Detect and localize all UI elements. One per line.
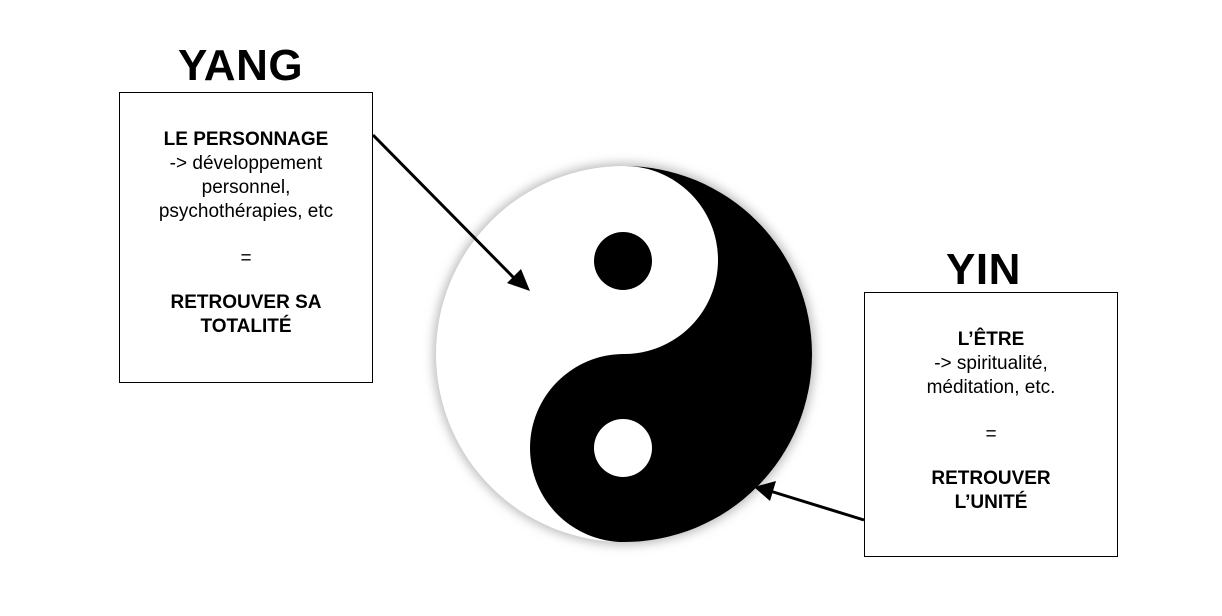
yin-arrow-head — [754, 481, 776, 501]
yin-result-1: RETROUVER — [931, 468, 1051, 489]
yin-result-2: L’UNITÉ — [954, 492, 1028, 513]
yang-equals: = — [240, 248, 252, 269]
yang-line-1: -> développement — [169, 153, 323, 174]
yin-yang-shadow — [433, 163, 815, 545]
yang-result-2: TOTALITÉ — [200, 316, 292, 337]
yin-yang-black-half — [530, 166, 812, 542]
yin-heading: YIN — [946, 245, 1021, 294]
yin-yang-white-dot — [594, 419, 652, 477]
yang-heading: YANG — [178, 41, 304, 90]
yin-yang-white-half — [436, 166, 812, 542]
yin-yang-black-dot — [594, 232, 652, 290]
yin-title: L’ÊTRE — [957, 329, 1025, 350]
yang-box: LE PERSONNAGE -> développement personnel… — [119, 92, 373, 383]
yin-arrow-line — [769, 489, 865, 522]
yang-line-3: psychothérapies, etc — [158, 201, 334, 222]
yin-line-1: -> spiritualité, — [934, 353, 1048, 374]
yang-arrow-line — [371, 133, 518, 282]
yang-arrow-head — [507, 269, 530, 291]
yin-box: L’ÊTRE -> spiritualité, méditation, etc.… — [864, 292, 1118, 557]
yin-equals: = — [985, 424, 997, 445]
yang-title: LE PERSONNAGE — [163, 129, 329, 150]
yang-line-2: personnel, — [201, 177, 291, 198]
yang-result-1: RETROUVER SA — [170, 292, 322, 313]
yin-line-2: méditation, etc. — [926, 377, 1056, 398]
